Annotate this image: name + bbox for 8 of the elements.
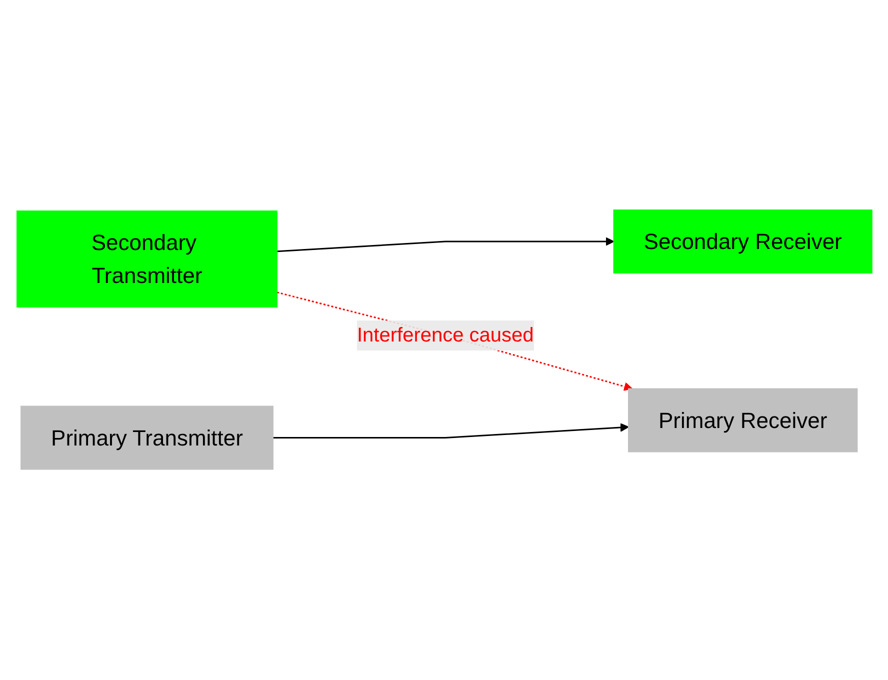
node-box: Secondary Transmitter bbox=[16, 210, 278, 308]
node-box: Primary Transmitter bbox=[20, 406, 273, 470]
node-box: Primary Receiver bbox=[628, 388, 858, 453]
arrow bbox=[276, 292, 632, 392]
arrow bbox=[272, 423, 628, 439]
node-box: Secondary Receiver bbox=[612, 210, 872, 274]
edge-label: Interference caused bbox=[356, 324, 534, 347]
arrow bbox=[276, 237, 614, 252]
